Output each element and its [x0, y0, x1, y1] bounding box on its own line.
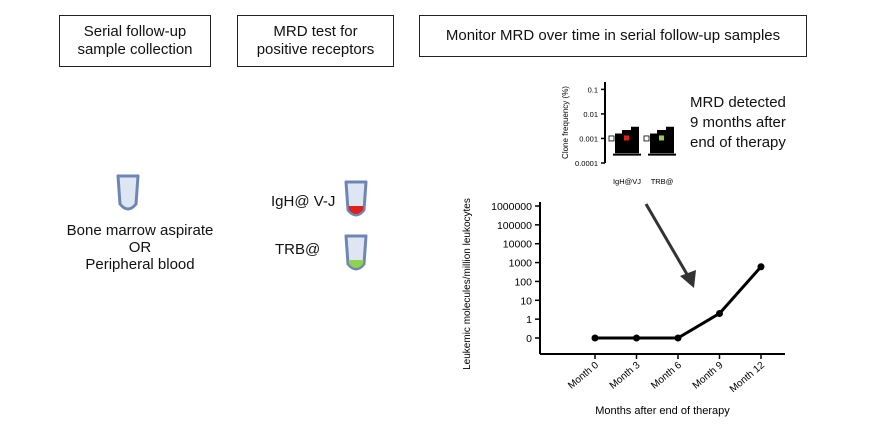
main-y-axis-label: Leukemic molecules/million leukocytes	[462, 198, 473, 370]
main-y-tick-label: 10	[520, 295, 532, 307]
sample-line-1: Bone marrow aspirate	[66, 222, 214, 239]
inset-highlight-point	[659, 135, 664, 141]
main-data-point	[716, 309, 723, 317]
inset-open-point	[643, 135, 650, 142]
inset-note: MRD detected 9 months after end of thera…	[690, 94, 786, 151]
main-data-point	[674, 334, 682, 342]
main-y-tick-label: 1000	[509, 258, 533, 270]
main-x-axis-label: Months after end of therapy	[595, 405, 730, 417]
step-label-collection: Serial follow-up sample collection	[77, 23, 193, 58]
inset-y-tick-label: 0.01	[583, 110, 598, 119]
main-data-point	[633, 334, 640, 342]
main-series-line	[595, 265, 763, 340]
main-y-tick-label: 10000	[503, 239, 532, 251]
receptor-label-igh: IgH@ V-J	[271, 193, 336, 210]
main-y-tick-label: 100	[514, 276, 532, 288]
main-data-point	[757, 263, 765, 271]
main-data-point	[591, 334, 599, 342]
inset-highlight-point	[624, 135, 629, 141]
sample-tube-icon	[116, 174, 140, 211]
inset-open-point	[608, 135, 615, 142]
step-box-mrd-test: MRD test for positive receptors	[237, 15, 394, 67]
main-x-tick-label: Month 6	[649, 360, 684, 392]
trb-tube-icon	[344, 234, 368, 271]
inset-category-label: TRB@	[651, 177, 674, 186]
inset-category-label: IgH@VJ	[613, 177, 641, 186]
main-y-tick-label: 1	[526, 314, 532, 326]
step-box-monitor: Monitor MRD over time in serial follow-u…	[419, 15, 807, 57]
main-x-tick-label: Month 9	[691, 360, 726, 392]
main-x-tick-label: Month 3	[608, 360, 643, 392]
inset-y-tick-label: 0.0001	[575, 159, 598, 168]
igh-tube-fill	[348, 206, 364, 214]
main-y-tick-label: 0	[526, 333, 532, 345]
step-label-mrd-test: MRD test for positive receptors	[256, 23, 375, 58]
inset-y-axis-label: Clone frequency (%)	[561, 86, 570, 159]
main-y-tick-label: 100000	[497, 220, 532, 232]
pointer-arrow-icon	[644, 203, 696, 288]
main-x-tick-label: Month 12	[728, 360, 767, 396]
sample-line-3: Peripheral blood	[85, 256, 195, 273]
sample-line-2: OR	[128, 239, 152, 256]
inset-y-tick-label: 0.1	[588, 85, 598, 94]
receptor-label-trb: TRB@	[275, 241, 321, 258]
igh-tube-icon	[344, 180, 368, 217]
inset-clone-frequency-chart: 0.1 0.01 0.001 0.0001 Clone frequency (%) IgH…	[561, 82, 676, 186]
main-x-tick-label: Month 0	[566, 360, 601, 392]
step-label-monitor: Monitor MRD over time in serial follow-u…	[445, 27, 781, 44]
step-box-collection: Serial follow-up sample collection	[59, 15, 211, 67]
inset-y-tick-label: 0.001	[579, 134, 598, 143]
main-y-tick-label: 1000000	[491, 201, 532, 213]
trb-tube-fill	[348, 260, 364, 268]
